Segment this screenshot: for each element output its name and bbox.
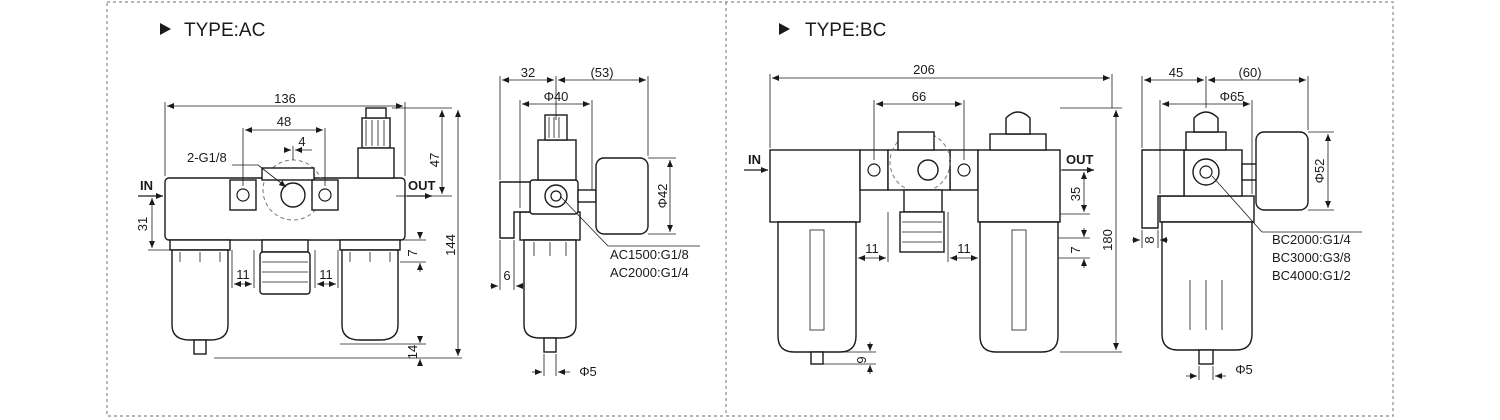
- ac-dim-left-height: 31: [135, 217, 150, 231]
- bc-dim-width-total: 206: [913, 62, 935, 77]
- panel-bc-title-text: TYPE:BC: [805, 20, 886, 41]
- bc-dim-bottom: 9: [854, 356, 869, 363]
- ac-front-view: IN OUT 2-G1/8 136 48 4 47 144 7 14: [135, 91, 462, 366]
- ac-port-label: 2-G1/8: [187, 150, 227, 165]
- bc-out-label: OUT: [1066, 152, 1094, 167]
- ac-dim-height-top: 47: [427, 153, 442, 167]
- bc-side-port-2: BC3000:G3/8: [1272, 250, 1351, 265]
- bc-side-dim-right: (60): [1238, 65, 1261, 80]
- ac-out-label: OUT: [408, 178, 436, 193]
- ac-dim-height-total: 144: [443, 234, 458, 256]
- ac-dim-width-mid: 48: [277, 114, 291, 129]
- bc-side-dim-left: 45: [1169, 65, 1183, 80]
- bc-dim-height-total: 180: [1100, 229, 1115, 251]
- panel-ac-title-text: TYPE:AC: [184, 20, 265, 41]
- ac-dim-right-small: 7: [405, 249, 420, 256]
- bc-side-dim-diameter: Φ65: [1220, 89, 1245, 104]
- bc-dim-right-gap: 11: [957, 241, 971, 256]
- title-bullet-icon: [779, 23, 790, 35]
- ac-in-label: IN: [140, 178, 153, 193]
- panel-bc-title: TYPE:BC: [779, 20, 886, 41]
- ac-dim-offset: 4: [298, 134, 305, 149]
- ac-side-dim-diameter: Φ40: [544, 89, 569, 104]
- ac-side-dim-right: (53): [590, 65, 613, 80]
- ac-side-dim-drain: Φ5: [579, 364, 597, 379]
- panel-frames: [106, 1, 1394, 417]
- bc-side-view: 45 (60) Φ65 Φ52 8 Φ5 BC2000:G1/4 BC3000:…: [1132, 65, 1362, 380]
- ac-side-view: 32 (53) Φ40 Φ42 6 Φ5 AC1500:G1/8 AC2000:…: [490, 65, 700, 379]
- bc-side-dim-bracket: 8: [1142, 236, 1157, 243]
- bc-side-port-3: BC4000:G1/2: [1272, 268, 1351, 283]
- bc-side-port-1: BC2000:G1/4: [1272, 232, 1351, 247]
- ac-side-port-2: AC2000:G1/4: [610, 265, 689, 280]
- ac-side-dim-left: 32: [521, 65, 535, 80]
- title-bullet-icon: [160, 23, 171, 35]
- bc-dim-height-mid: 35: [1068, 187, 1083, 201]
- bc-side-dim-gauge: Φ52: [1312, 159, 1327, 184]
- ac-side-dim-gauge: Φ42: [655, 184, 670, 209]
- bc-dim-left-gap: 11: [865, 241, 879, 256]
- ac-dim-bottom: 14: [405, 345, 420, 359]
- bc-dim-right-small: 7: [1068, 246, 1083, 253]
- bc-in-label: IN: [748, 152, 761, 167]
- ac-dim-width-total: 136: [274, 91, 296, 106]
- ac-dim-right-gap: 11: [319, 267, 333, 282]
- bc-dim-width-mid: 66: [912, 89, 926, 104]
- bc-front-view: IN OUT 206 66 180 35 7 11 11 9: [744, 62, 1122, 374]
- ac-side-dim-bracket: 6: [503, 268, 510, 283]
- ac-side-port-1: AC1500:G1/8: [610, 247, 689, 262]
- bc-side-dim-drain: Φ5: [1235, 362, 1253, 377]
- ac-dim-left-gap: 11: [236, 267, 250, 282]
- panel-ac-title: TYPE:AC: [160, 20, 265, 41]
